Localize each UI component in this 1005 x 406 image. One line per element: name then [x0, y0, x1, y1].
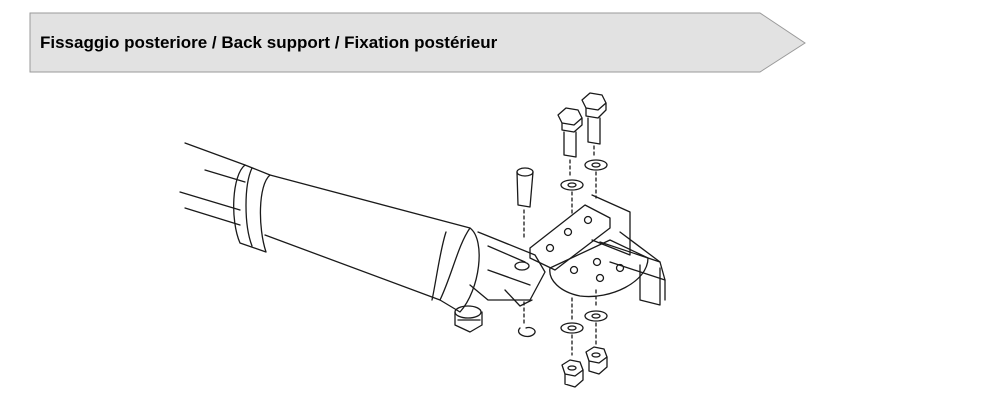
snap-ring — [517, 301, 536, 338]
clevis-pin — [516, 167, 534, 241]
nut-right — [585, 346, 608, 375]
nut-left — [561, 359, 584, 388]
bolt-right — [581, 92, 607, 159]
section-header-banner — [29, 12, 806, 73]
clevis-end — [469, 231, 546, 307]
lower-washers — [560, 310, 608, 356]
mounting-bracket — [529, 194, 666, 321]
section-title: Fissaggio posteriore / Back support / Fi… — [40, 33, 498, 52]
bolt-left — [557, 107, 583, 179]
lower-fitting — [454, 305, 483, 333]
actuator-body — [179, 142, 480, 313]
upper-washers — [560, 159, 608, 216]
banner-arrow-shape — [29, 12, 806, 73]
